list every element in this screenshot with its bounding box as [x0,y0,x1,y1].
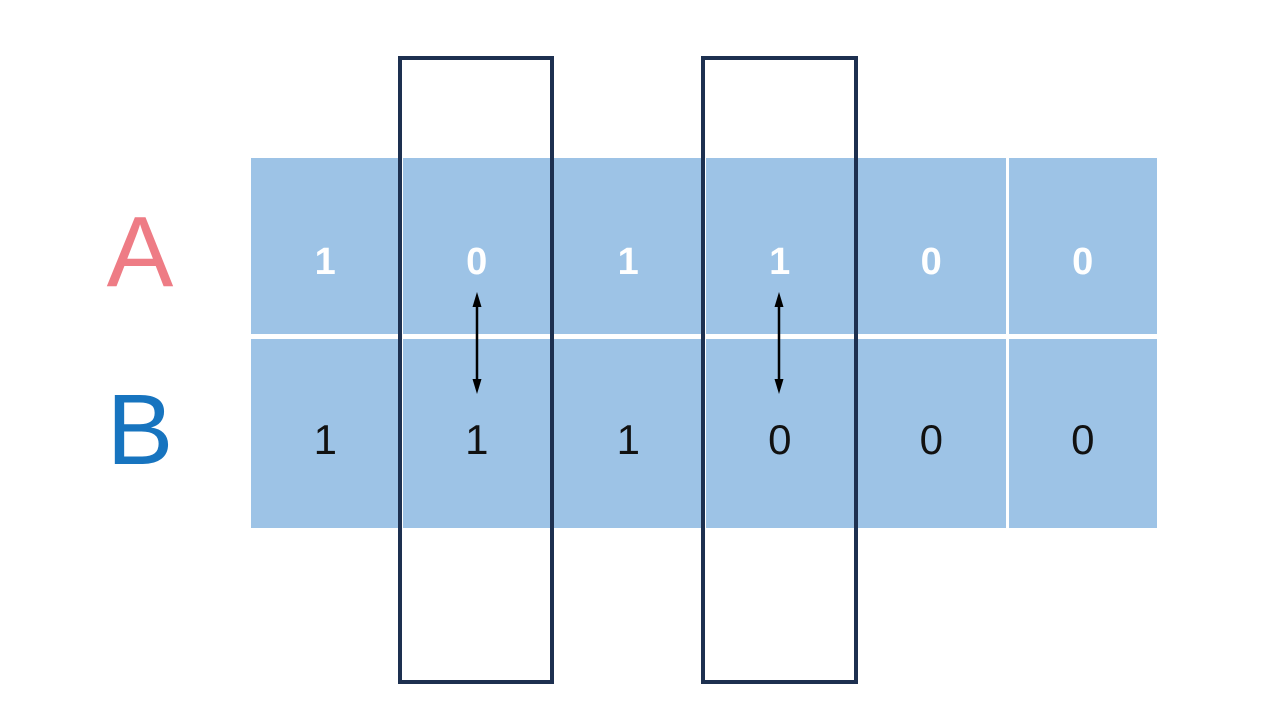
cell-a-col4: 1 [705,158,854,334]
cell-a-col1: 1 [251,158,400,334]
row-label-a: A [106,196,174,308]
cell-b-col4: 0 [705,339,854,528]
cell-a-col5: 0 [857,158,1006,334]
cell-b-col3: 1 [554,339,703,528]
row-label-b: B [106,374,174,486]
cell-a-col2: 0 [402,158,551,334]
cell-b-col6: 0 [1008,339,1157,528]
cell-b-col1: 1 [251,339,400,528]
cell-b-col5: 0 [857,339,1006,528]
cell-a-col6: 0 [1008,158,1157,334]
bit-table: 1 0 1 1 0 0 1 1 1 0 0 0 [251,158,1157,528]
cell-a-col3: 1 [554,158,703,334]
cell-b-col2: 1 [402,339,551,528]
